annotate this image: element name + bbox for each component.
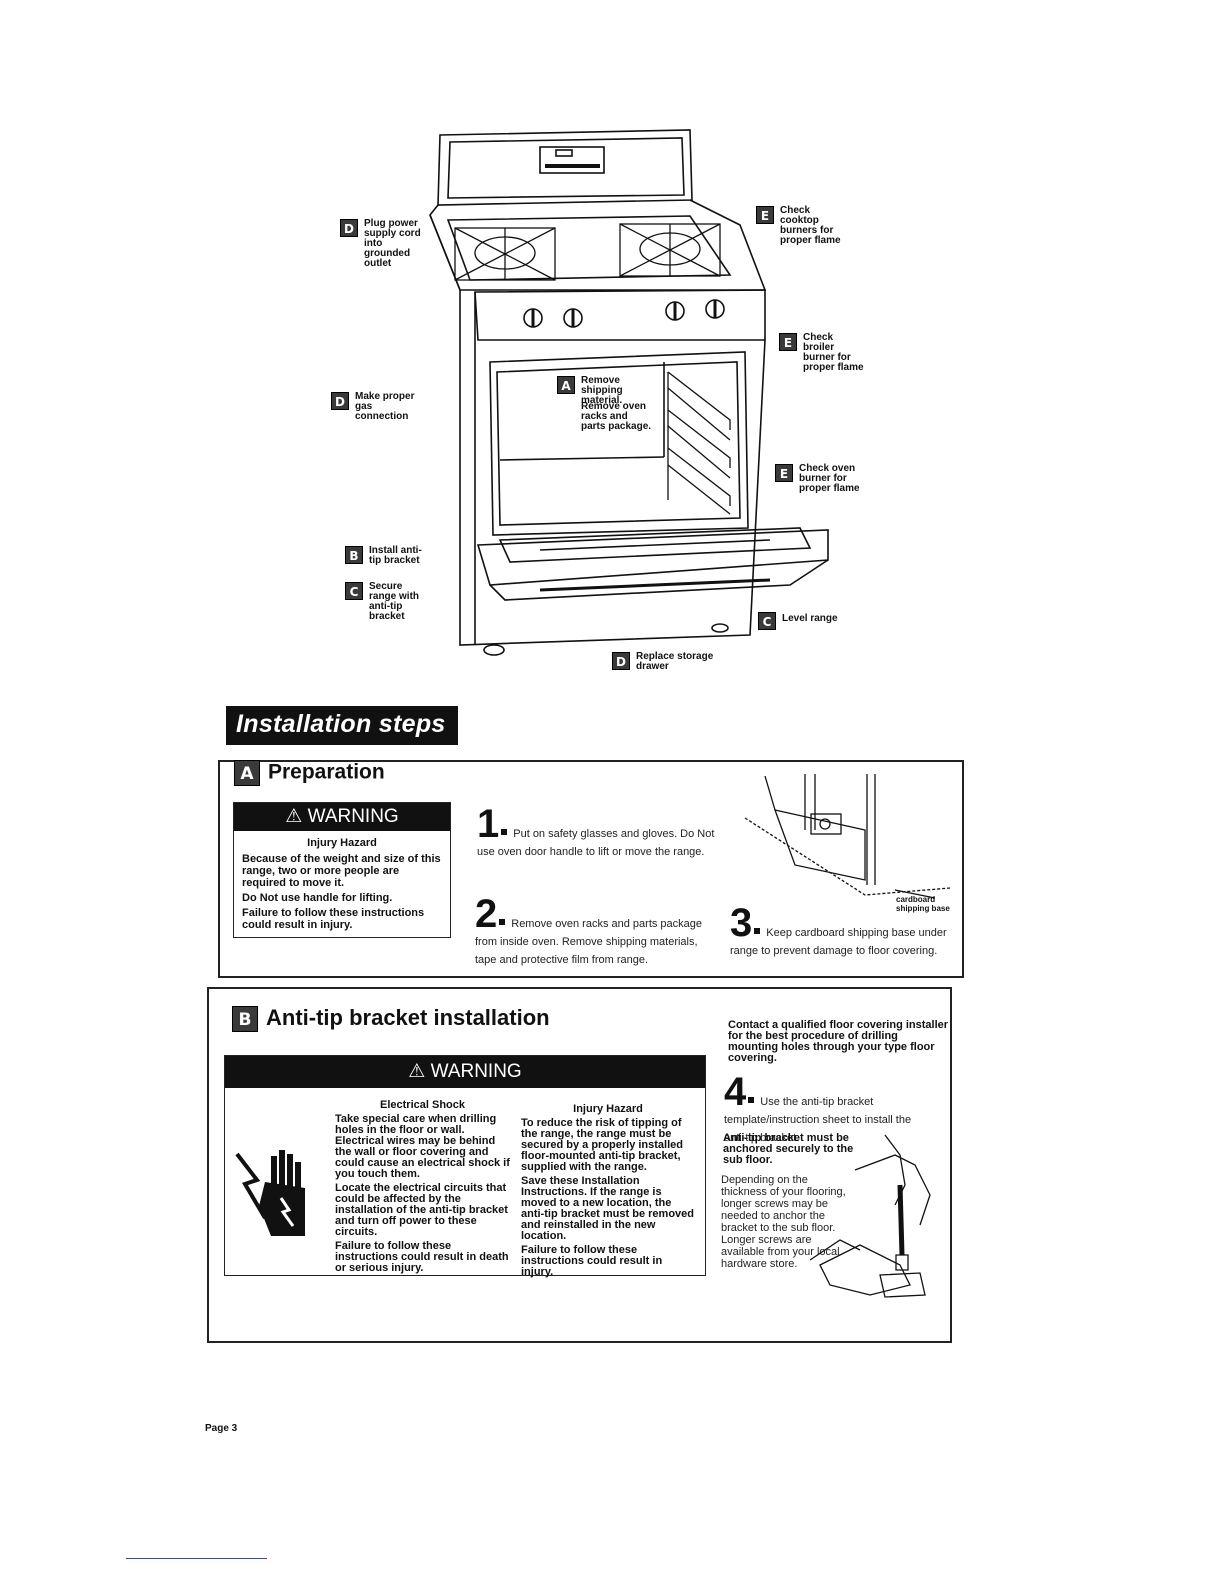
preparation-section [218,760,964,978]
injury-hazard-column: Injury Hazard To reduce the risk of tipp… [521,1103,695,1278]
electrical-shock-column: Electrical Shock Take special care when … [335,1099,510,1274]
warning-text-1: Because of the weight and size of this r… [242,853,441,889]
bullet [499,919,506,925]
contact-installer-note: Contact a qualified floor covering insta… [728,1019,949,1064]
warning-text-2: Do Not use handle for lifting. [242,892,393,904]
warning-icon: ⚠ [408,1061,426,1082]
warning-header: ⚠ WARNING [225,1056,705,1088]
bullet [748,1097,755,1103]
step-badge: A [557,376,575,394]
callout-text: Plug power supply cord into grounded out… [364,218,421,269]
antitip-heading: Anti-tip bracket installation [266,1005,550,1030]
callout-text: Secure range with anti-tip bracket [369,581,420,622]
step-4-anchor-note: Anti-tip bracket must be anchored secure… [723,1132,854,1166]
preparation-warning-box: ⚠ WARNING Injury Hazard Because of the w… [233,802,451,938]
warning-text-3: Failure to follow these instructions cou… [242,907,425,931]
electrical-shock-title: Electrical Shock [380,1099,465,1111]
step-badge: C [345,582,363,600]
step-badge: E [775,464,793,482]
warning-label: WARNING [307,806,399,827]
step-badge: D [612,652,630,670]
callout-text: Remove shipping material. [581,375,623,406]
step-badge: A [234,760,260,786]
antitip-warning-box: ⚠ WARNING Electrical Shock Take special … [224,1055,706,1278]
step-text: Keep cardboard shipping base under range… [730,927,947,957]
preparation-title: A Preparation [234,760,385,786]
bullet [754,928,761,934]
shipping-base-illustration [744,774,951,899]
callout-text: Check oven burner for proper flame [799,463,860,494]
callout-text: Level range [782,613,838,624]
callout-text: Check broiler burner for proper flame [803,332,864,373]
footnote-rule [126,1558,267,1559]
step-4-screws-note: Depending on the thickness of your floor… [721,1174,846,1270]
step-number: 4 [724,1070,747,1114]
electrical-shock-text-2: Locate the electrical circuits that coul… [335,1182,508,1238]
shipping-base-label: cardboard shipping base [896,895,950,913]
step-badge: E [779,333,797,351]
step-badge: E [756,206,774,224]
antitip-title: B Anti-tip bracket installation [232,1005,550,1033]
callout-text: Replace storage drawer [636,651,714,672]
callout-text: Install anti-tip bracket [369,545,422,566]
injury-hazard-title: Injury Hazard [573,1103,643,1115]
step-number: 2 [475,892,498,936]
step-text: Put on safety glasses and gloves. Do Not… [477,828,715,858]
step-number: 3 [730,901,753,945]
antitip-section [207,987,952,1343]
warning-hazard: Injury Hazard [307,837,377,849]
warning-icon: ⚠ [285,806,303,827]
warning-header: ⚠ WARNING [234,803,450,831]
electrical-shock-text-1: Take special care when drilling holes in… [335,1113,510,1180]
callout-text-secondary: Remove oven racks and parts package. [581,401,652,432]
step-text: Use the anti-tip bracket template/instru… [724,1096,912,1144]
callout-text: Check cooktop burners for proper flame [780,205,841,246]
preparation-heading: Preparation [268,760,385,784]
step-number: 1 [477,802,500,846]
callout-text: Make proper gas connection [355,391,415,422]
bullet [501,829,508,835]
step-badge: B [345,546,363,564]
step-badge: D [331,392,349,410]
injury-hazard-text-1: To reduce the risk of tipping of the ran… [521,1117,684,1173]
installation-steps-banner: Installation steps [226,706,458,745]
range-diagram [429,129,829,656]
injury-hazard-text-2: Save these Installation Instructions. If… [521,1175,694,1242]
step-badge: B [232,1006,258,1033]
page-number: Page 3 [205,1423,238,1434]
electrical-shock-text-3: Failure to follow these instructions cou… [335,1240,509,1274]
step-badge: C [758,612,776,630]
drill-illustration [809,1134,931,1298]
injury-hazard-text-3: Failure to follow these instructions cou… [521,1244,663,1278]
step-text: Remove oven racks and parts package from… [475,918,703,966]
electrical-hazard-hand-icon [235,1150,305,1236]
warning-label: WARNING [430,1061,522,1082]
step-badge: D [340,219,358,237]
